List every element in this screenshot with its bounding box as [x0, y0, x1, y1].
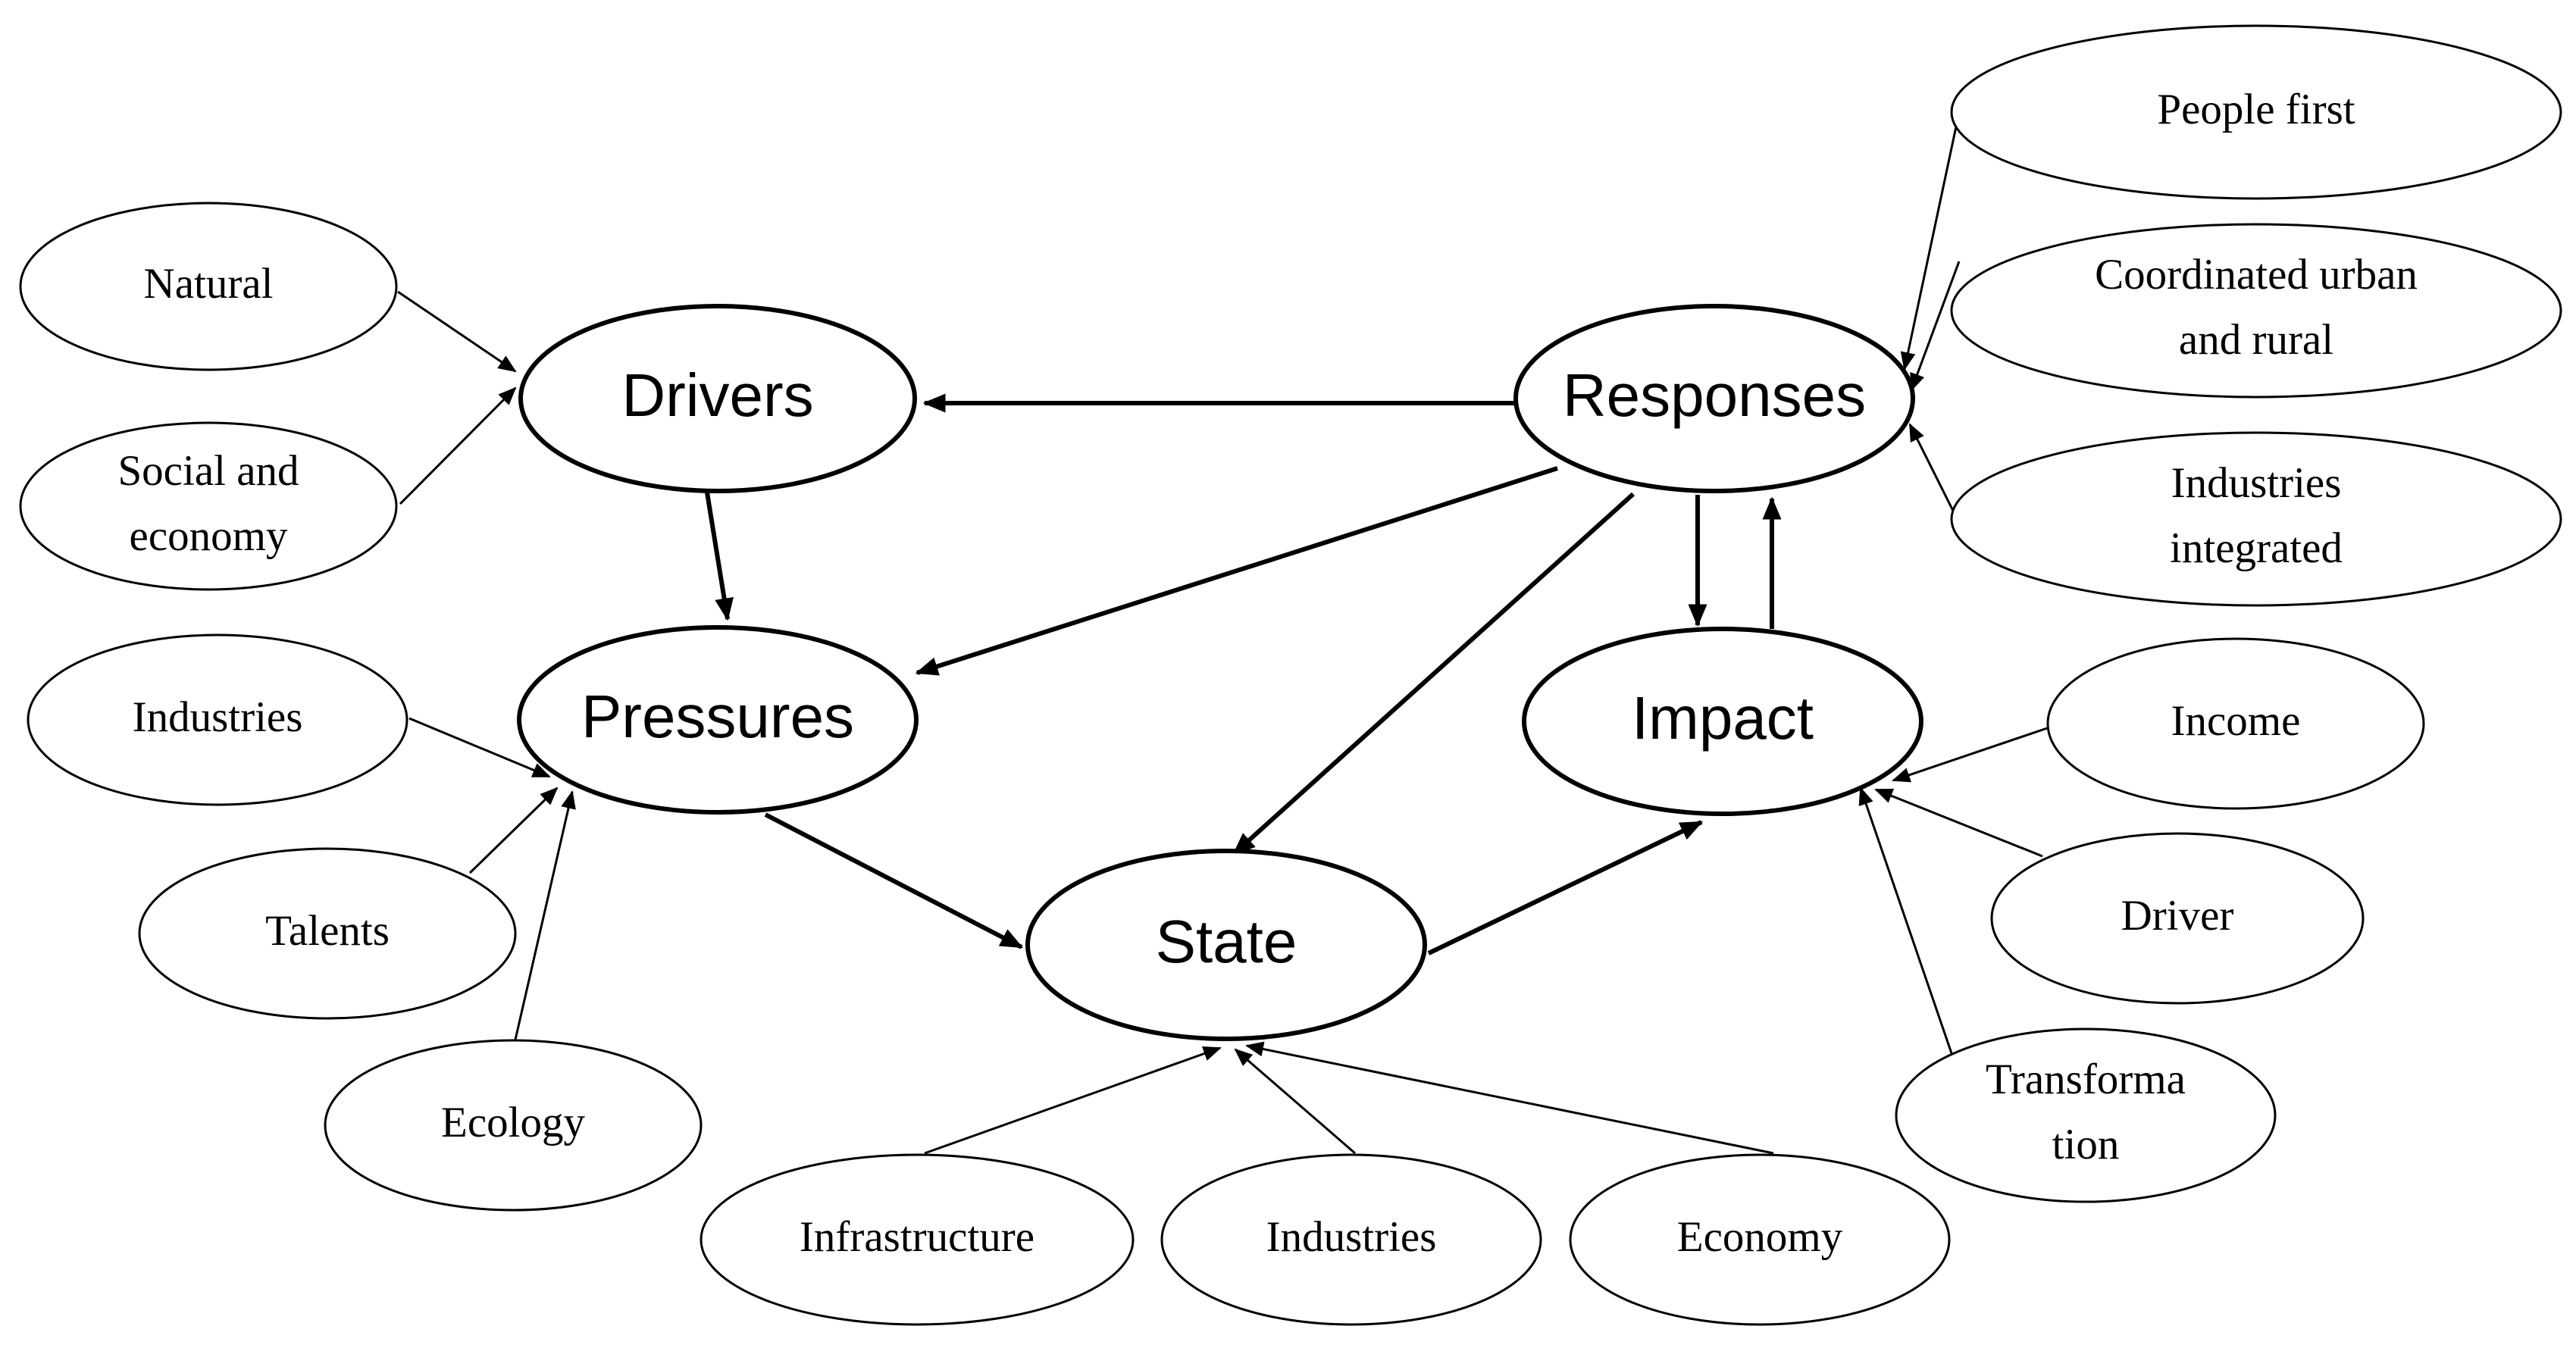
node-people-first-label: People first	[2157, 86, 2355, 133]
node-social-economy: Social and economy	[19, 421, 398, 591]
node-ecology-label: Ecology	[441, 1099, 585, 1146]
node-transformation: Transforma tion	[1895, 1027, 2277, 1203]
edge-infrastructure-to-state	[924, 1046, 1222, 1155]
node-industries-integrated-label: Industries	[2171, 459, 2342, 507]
node-industries-pressures-label: Industries	[133, 693, 303, 741]
node-driver-label: Driver	[2121, 892, 2234, 940]
edge-state-to-impact	[1427, 820, 1704, 955]
edge-industries-integrated-to-responses	[1908, 423, 1961, 524]
node-economy-label: Economy	[1677, 1213, 1843, 1261]
node-social-economy-label-line2: economy	[130, 512, 288, 560]
node-income: Income	[2046, 637, 2425, 810]
edge-people-first-to-responses	[1900, 94, 1964, 371]
node-pressures: Pressures	[517, 625, 919, 815]
edges	[397, 94, 2055, 1155]
node-infrastructure: Infrastructure	[700, 1153, 1135, 1326]
edge-coordinated-to-responses	[1910, 261, 1961, 392]
node-impact-label: Impact	[1632, 684, 1814, 752]
node-talents: Talents	[138, 847, 517, 1020]
node-pressures-label: Pressures	[581, 683, 854, 750]
node-responses: Responses	[1513, 304, 1915, 493]
node-state: State	[1025, 849, 1427, 1041]
node-income-label: Income	[2171, 697, 2301, 745]
edge-ecology-to-pressures	[514, 790, 576, 1040]
node-state-label: State	[1156, 908, 1297, 975]
edge-economy-to-state	[1245, 1041, 1774, 1155]
node-industries-state-label: Industries	[1266, 1213, 1437, 1261]
node-industries-integrated-label-line2: integrated	[2170, 524, 2343, 572]
node-natural-label: Natural	[144, 260, 274, 308]
edge-responses-to-state	[1232, 492, 1635, 856]
node-coordinated-label-line2: and rural	[2179, 316, 2333, 364]
edge-responses-to-pressures	[915, 466, 1558, 676]
node-infrastructure-label: Infrastructure	[800, 1213, 1034, 1261]
node-industries-pressures: Industries	[27, 633, 408, 806]
edge-talents-to-pressures	[468, 787, 559, 874]
node-transformation-label: Transforma	[1986, 1056, 2186, 1103]
edge-industries-to-pressures	[408, 717, 551, 778]
edge-industries-to-state	[1234, 1048, 1356, 1155]
node-transformation-label-line2: tion	[2052, 1121, 2120, 1168]
edge-transformation-to-impact	[1858, 787, 1953, 1054]
node-economy: Economy	[1569, 1153, 1951, 1326]
node-industries-integrated: Industries integrated	[1950, 431, 2562, 607]
edge-driver-to-impact	[1874, 788, 2043, 858]
node-ecology: Ecology	[324, 1039, 703, 1212]
node-coordinated-label: Coordinated urban	[2095, 251, 2418, 299]
node-social-economy-label: Social and	[117, 447, 299, 495]
node-natural: Natural	[19, 202, 398, 371]
node-responses-label: Responses	[1563, 361, 1866, 429]
node-talents-label: Talents	[265, 907, 390, 955]
node-people-first: People first	[1950, 24, 2562, 200]
node-impact: Impact	[1522, 627, 1923, 816]
node-driver: Driver	[1990, 832, 2365, 1005]
node-drivers: Drivers	[518, 304, 917, 493]
edge-pressures-to-state	[764, 812, 1024, 949]
node-coordinated: Coordinated urban and rural	[1950, 223, 2562, 399]
edge-natural-to-drivers	[397, 290, 517, 373]
edge-social-economy-to-drivers	[399, 386, 517, 505]
node-industries-state: Industries	[1160, 1153, 1542, 1326]
edge-income-to-impact	[1892, 724, 2055, 783]
node-drivers-label: Drivers	[621, 361, 813, 429]
edge-drivers-to-pressures	[705, 492, 734, 621]
